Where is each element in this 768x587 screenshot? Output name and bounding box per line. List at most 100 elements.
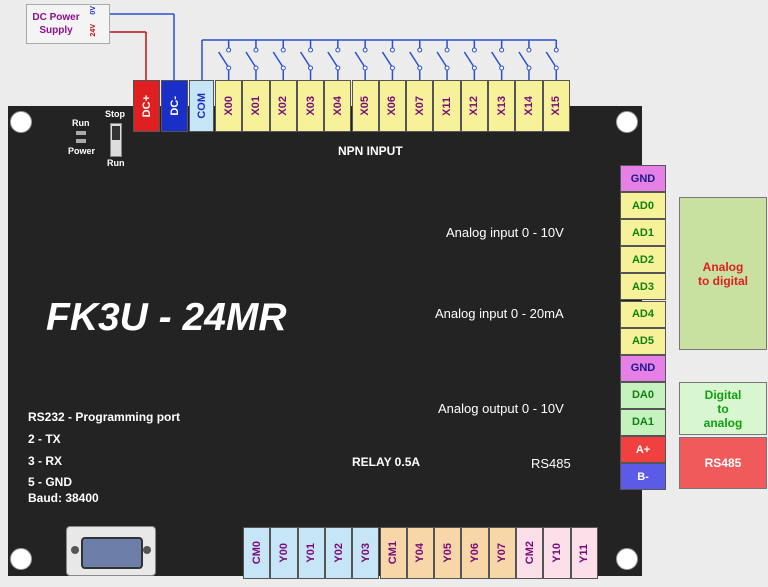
terminal-right-da1[interactable]: DA1 xyxy=(620,408,666,436)
terminal-label: CM2 xyxy=(523,541,536,565)
terminal-output-cm2[interactable]: CM2 xyxy=(516,527,544,579)
plc-board xyxy=(8,106,642,576)
db9-connector xyxy=(81,537,143,569)
terminal-label: X00 xyxy=(222,96,235,116)
terminal-input-x00[interactable]: X00 xyxy=(215,80,243,132)
terminal-label: X01 xyxy=(249,96,262,116)
terminal-label: Y00 xyxy=(277,543,290,563)
input-switch xyxy=(245,40,259,80)
terminal-input-x06[interactable]: X06 xyxy=(378,80,407,132)
switch-stop-label: Stop xyxy=(105,109,125,119)
terminal-output-y10[interactable]: Y10 xyxy=(543,527,571,579)
terminal-right-ad1[interactable]: AD1 xyxy=(620,219,666,247)
rs485-box: RS485 xyxy=(679,437,767,489)
terminal-right-gnd[interactable]: GND xyxy=(620,354,666,382)
terminal-output-y06[interactable]: Y06 xyxy=(461,527,489,579)
terminal-output-y01[interactable]: Y01 xyxy=(297,527,325,579)
terminal-output-y03[interactable]: Y03 xyxy=(352,527,380,579)
analog-output-label: Analog output 0 - 10V xyxy=(438,401,564,416)
terminal-label: X04 xyxy=(331,96,344,116)
terminal-label: AD0 xyxy=(631,199,654,212)
terminal-label: X06 xyxy=(386,96,399,116)
input-switch xyxy=(409,40,423,80)
terminal-output-y05[interactable]: Y05 xyxy=(434,527,462,579)
terminal-label: DA0 xyxy=(631,389,654,402)
terminal-label: X03 xyxy=(304,96,317,116)
terminal-right-da0[interactable]: DA0 xyxy=(620,381,666,409)
terminal-label: A+ xyxy=(635,443,651,456)
mount-hole xyxy=(10,111,32,133)
terminal-label: DA1 xyxy=(631,416,654,429)
terminal-output-y04[interactable]: Y04 xyxy=(406,527,435,579)
terminal-input-x05[interactable]: X05 xyxy=(351,80,379,132)
led-run-label: Run xyxy=(72,118,90,128)
terminal-label: DC- xyxy=(168,96,181,116)
rs232-title: RS232 - Programming port xyxy=(28,410,181,424)
terminal-input-x03[interactable]: X03 xyxy=(296,80,325,132)
terminal-label: COM xyxy=(195,93,208,119)
terminal-input-x12[interactable]: X12 xyxy=(460,80,488,132)
terminal-label: X15 xyxy=(550,96,563,116)
terminal-right-ad2[interactable]: AD2 xyxy=(620,246,666,274)
terminal-right-gnd[interactable]: GND xyxy=(620,165,666,192)
input-switch xyxy=(436,40,450,80)
terminal-label: AD1 xyxy=(631,226,654,239)
rs485-label: RS485 xyxy=(531,456,571,471)
terminal-right-ad0[interactable]: AD0 xyxy=(620,192,666,220)
terminal-label: Y04 xyxy=(414,543,427,563)
input-switch xyxy=(463,40,477,80)
rs232-rx: 3 - RX xyxy=(28,454,63,468)
db9-screw xyxy=(71,546,79,554)
terminal-com[interactable]: COM xyxy=(189,80,214,132)
terminal-output-y02[interactable]: Y02 xyxy=(324,527,353,579)
terminal-output-y07[interactable]: Y07 xyxy=(488,527,516,579)
terminal-input-x15[interactable]: X15 xyxy=(542,80,570,132)
db9-port[interactable] xyxy=(66,526,156,576)
terminal-input-x01[interactable]: X01 xyxy=(242,80,270,132)
terminal-label: Y01 xyxy=(305,543,318,563)
rs485-box-label: RS485 xyxy=(704,456,742,470)
terminal-label: CM1 xyxy=(387,541,400,565)
analog-to-digital-box: Analog to digital xyxy=(679,197,767,350)
terminal-label: GND xyxy=(630,362,656,375)
led-power xyxy=(76,139,86,143)
terminal-input-x07[interactable]: X07 xyxy=(406,80,434,132)
terminal-input-x11[interactable]: X11 xyxy=(433,80,461,132)
psu-24v-label: 24V xyxy=(90,24,97,37)
terminal-right-aplus[interactable]: A+ xyxy=(620,436,666,463)
terminal-label: Y03 xyxy=(359,543,372,563)
terminal-label: X12 xyxy=(468,96,481,116)
rs232-gnd: 5 - GND xyxy=(28,475,73,489)
terminal-output-y11[interactable]: Y11 xyxy=(570,527,598,579)
terminal-output-cm1[interactable]: CM1 xyxy=(379,527,407,579)
input-switch xyxy=(545,40,559,80)
rs232-tx: 2 - TX xyxy=(28,432,61,446)
terminal-output-y00[interactable]: Y00 xyxy=(270,527,298,579)
run-stop-switch[interactable] xyxy=(110,123,122,157)
terminal-label: Y10 xyxy=(550,543,563,563)
terminal-input-x02[interactable]: X02 xyxy=(269,80,297,132)
terminal-right-bminus[interactable]: B- xyxy=(620,463,666,491)
terminal-output-cm0[interactable]: CM0 xyxy=(243,527,271,579)
led-run xyxy=(76,131,86,135)
terminal-dc-minus[interactable]: DC- xyxy=(161,80,188,132)
terminal-label: Y06 xyxy=(469,543,482,563)
terminal-input-x04[interactable]: X04 xyxy=(324,80,352,132)
npn-input-label: NPN INPUT xyxy=(338,144,403,158)
psu-0v-label: 0V xyxy=(90,6,97,15)
terminal-right-ad5[interactable]: AD5 xyxy=(620,327,666,355)
terminal-input-x13[interactable]: X13 xyxy=(488,80,516,132)
terminal-right-ad3[interactable]: AD3 xyxy=(620,273,666,301)
analog-input-current-label: Analog input 0 - 20mA xyxy=(435,306,564,321)
terminal-label: Y02 xyxy=(332,543,345,563)
terminal-label: Y05 xyxy=(441,543,454,563)
input-switch xyxy=(381,40,395,80)
adc-box-label: Analog to digital xyxy=(698,259,748,288)
terminal-label: X13 xyxy=(495,96,508,116)
relay-label: RELAY 0.5A xyxy=(352,455,421,469)
terminal-right-ad4[interactable]: AD4 xyxy=(620,300,666,328)
terminal-input-x14[interactable]: X14 xyxy=(515,80,543,132)
terminal-label: Y11 xyxy=(578,543,591,563)
terminal-dc-plus[interactable]: DC+ xyxy=(133,80,160,132)
